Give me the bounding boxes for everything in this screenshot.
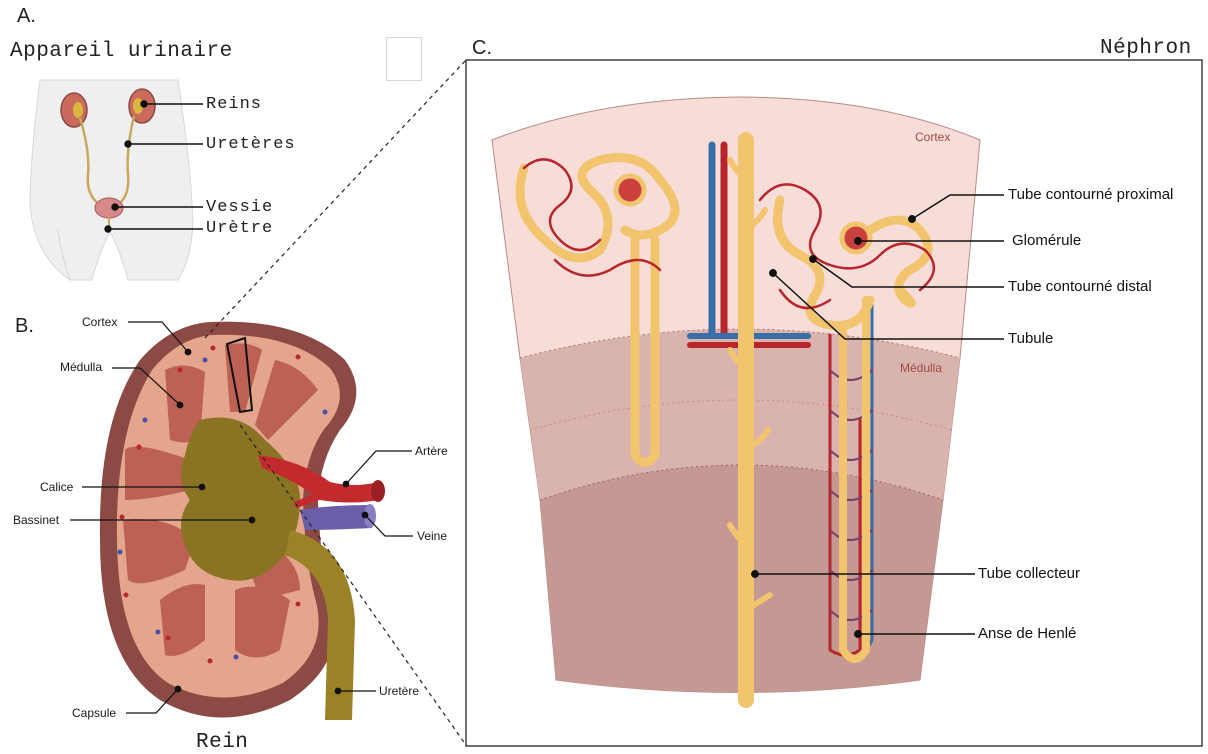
body-silhouette xyxy=(30,80,193,280)
label-glomerule: Glomérule xyxy=(1012,232,1081,249)
zone-label-cortex: Cortex xyxy=(915,130,950,144)
label-uretre: Urètre xyxy=(206,219,273,238)
label-reins: Reins xyxy=(206,95,262,114)
label-tube-proximal: Tube contourné proximal xyxy=(1008,186,1173,203)
label-tube-collecteur: Tube collecteur xyxy=(978,565,1080,582)
label-artere: Artère xyxy=(415,444,448,458)
label-anse-henle: Anse de Henlé xyxy=(978,625,1076,642)
label-capsule: Capsule xyxy=(72,706,116,720)
label-veine: Veine xyxy=(417,529,447,543)
label-tubule: Tubule xyxy=(1008,330,1053,347)
label-uretere: Uretère xyxy=(379,684,419,698)
nephron-background xyxy=(492,97,980,693)
kidney-illustration xyxy=(100,322,385,720)
zone-label-medulla: Médulla xyxy=(900,361,942,375)
label-ureteres: Uretères xyxy=(206,135,296,154)
label-tube-distal: Tube contourné distal xyxy=(1008,278,1152,295)
label-calice: Calice xyxy=(40,480,73,494)
label-kidney-medulla: Médulla xyxy=(60,360,102,374)
label-vessie: Vessie xyxy=(206,198,273,217)
label-bassinet: Bassinet xyxy=(13,513,59,527)
label-kidney-cortex: Cortex xyxy=(82,315,117,329)
